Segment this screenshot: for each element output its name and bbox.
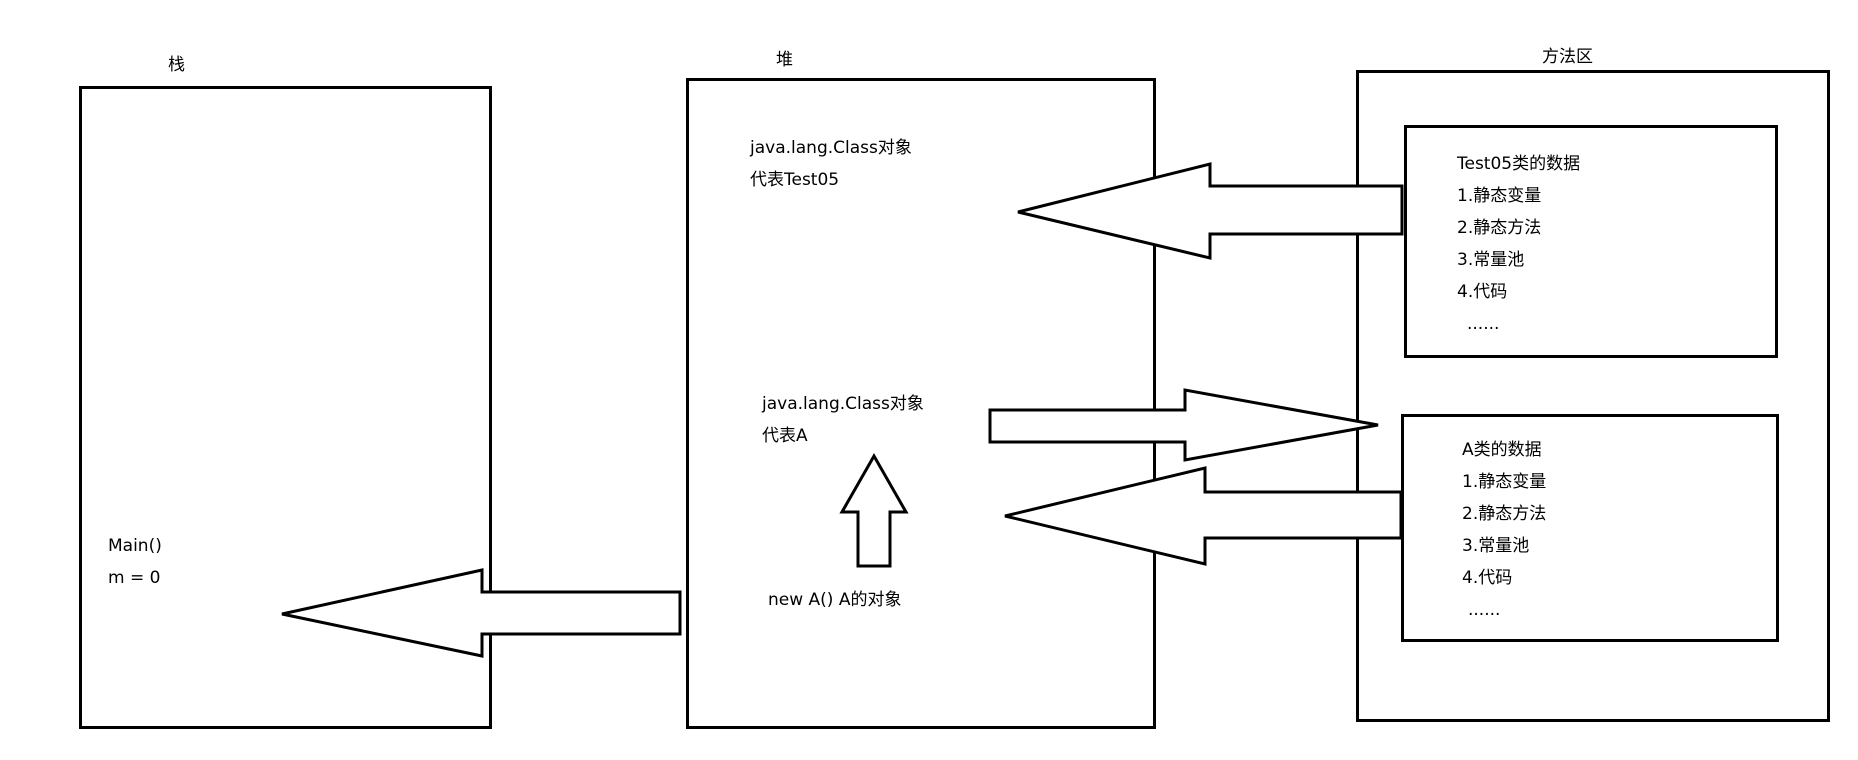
a-data-item: 4.代码 [1462,568,1513,588]
heap-new-a-label: new A() A的对象 [768,590,902,610]
stack-box [79,86,492,729]
a-data-item: 1.静态变量 [1462,472,1547,492]
arrow-class-to-a-data [988,388,1379,462]
a-data-ellipsis: ...... [1468,600,1501,620]
stack-var-label: m = 0 [108,568,161,588]
test05-data-ellipsis: ...... [1467,314,1500,334]
method-area-title: 方法区 [1542,47,1593,67]
test05-data-item: 4.代码 [1457,282,1508,302]
heap-title: 堆 [776,50,793,70]
heap-box [686,78,1156,729]
test05-data-box [1404,125,1778,358]
arrow-a-data-to-heap [1004,466,1403,566]
a-data-item: 3.常量池 [1462,536,1530,556]
a-data-title: A类的数据 [1462,440,1542,460]
heap-class-test05-line1: java.lang.Class对象 [750,138,912,158]
stack-title: 栈 [168,55,185,75]
stack-method-label: Main() [108,536,162,556]
test05-data-list: Test05类的数据 1.静态变量 2.静态方法 3.常量池 4.代码 ....… [1457,148,1580,340]
heap-class-a-line2: 代表A [762,426,808,446]
heap-class-a-line1: java.lang.Class对象 [762,394,924,414]
arrow-heap-to-stack [281,568,682,658]
a-data-list: A类的数据 1.静态变量 2.静态方法 3.常量池 4.代码 ...... [1462,434,1546,626]
test05-data-title: Test05类的数据 [1457,154,1581,174]
test05-data-item: 1.静态变量 [1457,186,1542,206]
a-data-item: 2.静态方法 [1462,504,1547,524]
test05-data-item: 3.常量池 [1457,250,1525,270]
arrow-new-a-up [839,452,909,568]
test05-data-item: 2.静态方法 [1457,218,1542,238]
heap-class-test05-line2: 代表Test05 [750,170,840,190]
arrow-test05-to-class [1017,162,1404,260]
method-area-box [1356,70,1830,722]
